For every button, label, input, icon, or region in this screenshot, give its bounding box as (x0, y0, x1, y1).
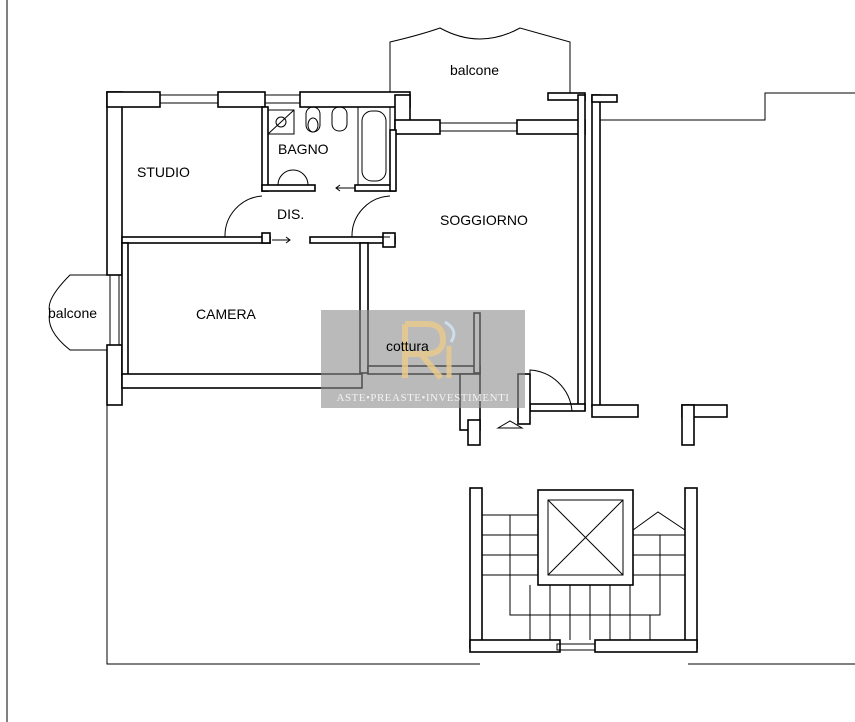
balcony-top-outline (389, 27, 571, 95)
room-label-balcone-left: balcone (48, 305, 98, 321)
room-label-soggiorno: SOGGIORNO (440, 212, 528, 228)
room-label-balcone-top: balcone (450, 62, 500, 78)
room-label-studio: STUDIO (137, 164, 190, 180)
arrow-icon (335, 184, 355, 192)
bathroom-fixtures (267, 106, 391, 186)
shower-icon (267, 109, 295, 135)
exterior-line (600, 92, 855, 121)
arrow-icon (272, 236, 291, 244)
elevator-icon (547, 499, 624, 576)
bathtub-icon (357, 106, 391, 186)
watermark: ASTE•PREASTE•INVESTIMENTI (321, 310, 525, 408)
watermark-logo (402, 320, 456, 380)
entrance-arrow-icon (496, 420, 524, 429)
bidet-icon (331, 106, 348, 132)
doors (224, 184, 573, 429)
exterior-line (106, 405, 855, 665)
room-label-camera: CAMERA (196, 306, 256, 322)
balcony-left-outline (48, 274, 107, 351)
room-label-dis: DIS. (277, 206, 305, 222)
watermark-text: ASTE•PREASTE•INVESTIMENTI (336, 392, 510, 404)
staircase (469, 487, 698, 653)
room-label-bagno: BAGNO (278, 141, 329, 157)
sink-icon (277, 169, 309, 186)
room-label-cottura: cottura (386, 338, 429, 354)
